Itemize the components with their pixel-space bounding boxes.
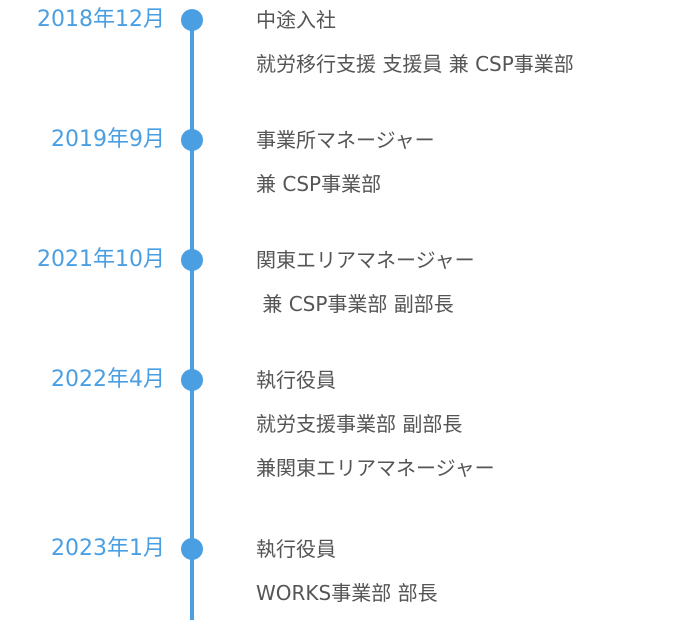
entry-line: 執行役員: [256, 537, 336, 561]
entry-date: 2023年1月: [51, 536, 165, 561]
entry-line: 中途入社: [256, 8, 336, 32]
entry-line: 兼 CSP事業部 副部長: [256, 292, 454, 316]
entry-line: 就労支援事業部 副部長: [256, 412, 463, 436]
entry-date: 2021年10月: [37, 247, 165, 272]
entry-line: 兼 CSP事業部: [256, 172, 382, 196]
entry-date: 2019年9月: [51, 127, 165, 152]
entry-line: 執行役員: [256, 368, 336, 392]
entry-line: 関東エリアマネージャー: [256, 248, 475, 272]
entry-date: 2022年4月: [51, 367, 165, 392]
entry-date: 2018年12月: [37, 7, 165, 32]
timeline-line: [190, 20, 194, 620]
entry-line: 事業所マネージャー: [256, 128, 435, 152]
timeline-dot-icon: [181, 538, 203, 560]
entry-line: WORKS事業部 部長: [256, 581, 438, 605]
timeline-dot-icon: [181, 129, 203, 151]
timeline-dot-icon: [181, 249, 203, 271]
entry-line: 就労移行支援 支援員 兼 CSP事業部: [256, 52, 574, 76]
timeline-dot-icon: [181, 9, 203, 31]
timeline-dot-icon: [181, 369, 203, 391]
entry-line: 兼関東エリアマネージャー: [256, 456, 495, 480]
